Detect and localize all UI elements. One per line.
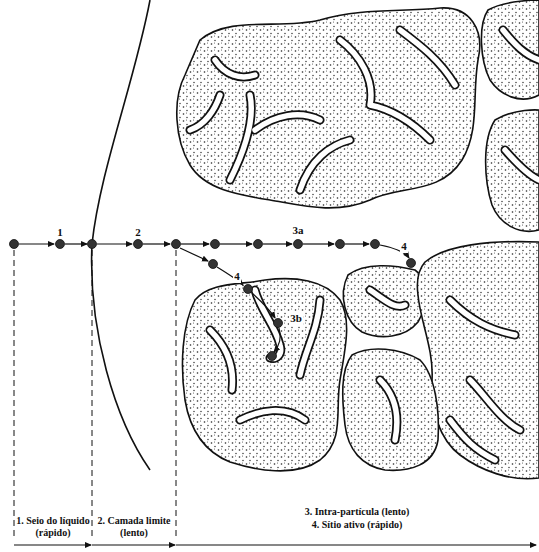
callout-number: 4	[400, 240, 408, 253]
callout-number: 1	[56, 226, 64, 239]
zone-label: 2. Camada limite (lento)	[95, 515, 173, 538]
zone-divider	[14, 250, 176, 540]
zone-arrow	[14, 544, 536, 545]
pore-channels	[190, 30, 539, 460]
callout-number: 2	[134, 226, 142, 239]
callout-number: 3b	[289, 312, 303, 325]
diffusion-path	[19, 244, 409, 352]
zone-label: 4. Sítio ativo (rápido)	[187, 519, 527, 531]
callout-number: 3a	[292, 224, 305, 237]
boundary-layer-edge	[92, 0, 150, 470]
zone-label: 1. Seio do líquido (rápido)	[16, 515, 90, 538]
callout-number: 4	[233, 270, 241, 283]
zone-label: 3. Intra-partícula (lento)	[187, 506, 527, 518]
particle	[177, 0, 539, 479]
molecule-dot	[10, 240, 416, 361]
